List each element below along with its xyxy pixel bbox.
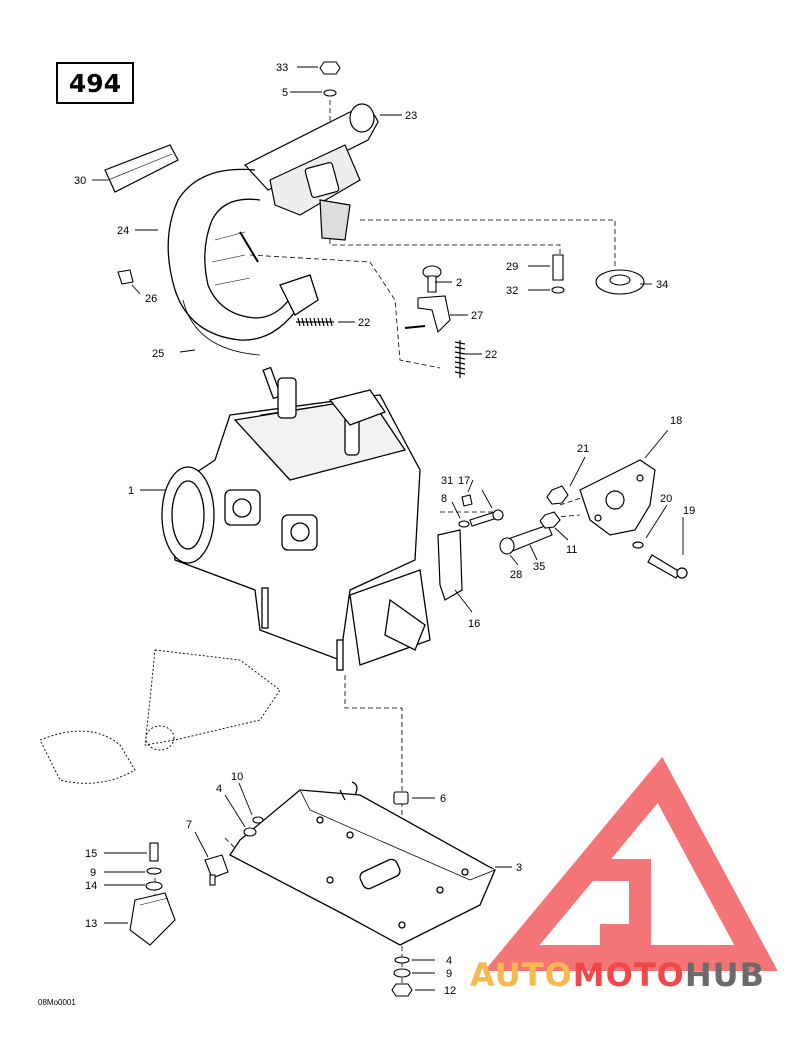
callout-11: 11 xyxy=(566,544,577,556)
callout-34: 34 xyxy=(656,279,668,291)
callout-7: 7 xyxy=(186,819,192,831)
callout-20: 20 xyxy=(660,493,672,505)
callout-15: 15 xyxy=(85,848,97,860)
engine-block-part xyxy=(161,366,431,671)
callout-30: 30 xyxy=(74,175,86,187)
reference-code: 08Mo0001 xyxy=(38,998,76,1007)
callout-29: 29 xyxy=(506,261,518,273)
heat-shield-part xyxy=(104,144,179,193)
callout-10: 10 xyxy=(231,771,243,783)
mount-plate-part xyxy=(579,459,688,579)
callout-6: 6 xyxy=(440,793,446,805)
rubber-mount-parts xyxy=(129,791,413,997)
callout-4: 4 xyxy=(216,783,222,795)
brand-part-moto: MOTO xyxy=(572,956,685,994)
callout-1: 1 xyxy=(128,485,134,497)
callout-18: 18 xyxy=(670,415,682,427)
callout-9: 9 xyxy=(90,867,96,879)
callout-3: 3 xyxy=(516,862,522,874)
callout-32: 32 xyxy=(506,285,518,297)
leader-lines xyxy=(92,66,684,991)
callout-22: 22 xyxy=(358,317,370,329)
muffler-part xyxy=(244,103,379,241)
bracket-part xyxy=(437,529,463,601)
callout-8: 8 xyxy=(441,493,447,505)
callout-5: 5 xyxy=(282,87,288,99)
exhaust-pipe-part xyxy=(167,168,319,356)
callout-27: 27 xyxy=(471,310,483,322)
callout-23: 23 xyxy=(405,110,417,122)
callout-17: 17 xyxy=(458,475,470,487)
callout-2: 2 xyxy=(456,277,462,289)
brand-part-hub: HUB xyxy=(684,956,766,994)
callout-33: 33 xyxy=(276,62,288,74)
callout-26: 26 xyxy=(145,293,157,305)
callout-labels: 33 5 23 30 24 2 29 32 34 26 27 22 25 22 … xyxy=(74,62,695,997)
stud-part xyxy=(499,485,569,555)
exhaust-manifold-part xyxy=(39,649,281,784)
callout-12: 12 xyxy=(444,985,456,997)
spring-part xyxy=(296,317,466,378)
callout-4b: 4 xyxy=(446,955,452,967)
hardware-parts xyxy=(117,61,645,334)
engine-support-part xyxy=(229,781,496,946)
fastener-parts xyxy=(458,494,504,528)
callout-35: 35 xyxy=(533,561,545,573)
callout-13: 13 xyxy=(85,918,97,930)
callout-31: 31 xyxy=(441,475,453,487)
callout-25: 25 xyxy=(152,348,164,360)
callout-19: 19 xyxy=(683,505,695,517)
brand-logo-icon xyxy=(484,756,778,971)
brand-part-auto: AUTO xyxy=(470,956,573,994)
callout-9b: 9 xyxy=(446,968,452,980)
callout-28: 28 xyxy=(510,569,522,581)
callout-22b: 22 xyxy=(485,349,497,361)
callout-24: 24 xyxy=(117,225,129,237)
callout-16: 16 xyxy=(468,618,480,630)
callout-21: 21 xyxy=(577,443,589,455)
callout-14: 14 xyxy=(85,880,97,892)
page-number-badge: 494 xyxy=(56,62,134,104)
